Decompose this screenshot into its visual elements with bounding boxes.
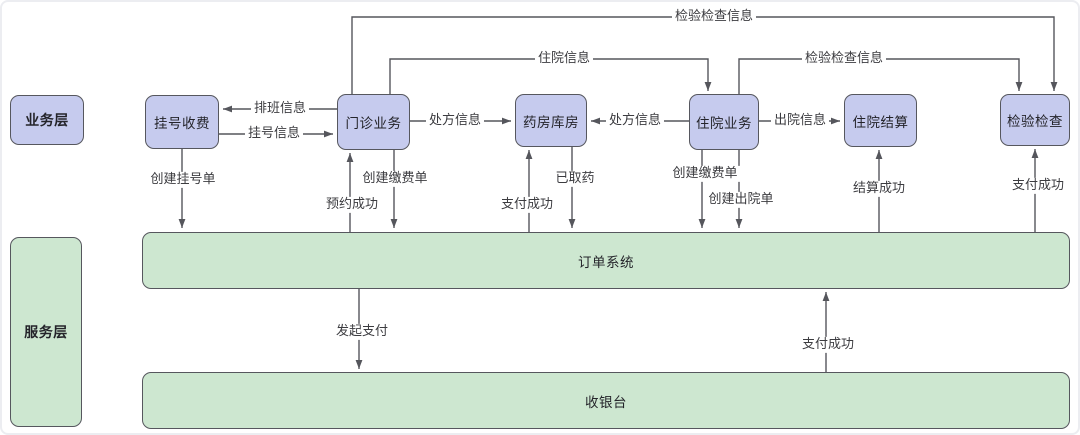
edge-label-exam-info-inpatient: 检验检查信息	[801, 50, 887, 68]
edge-label-create-pay-order-out: 创建缴费单	[359, 170, 431, 188]
edge-label-settle-success: 结算成功	[849, 180, 909, 198]
edge-label-pay-success-exam: 支付成功	[1008, 177, 1068, 195]
node-pharmacy: 药房库房	[515, 94, 587, 147]
edge-label-register-info: 挂号信息	[244, 125, 304, 143]
node-layer-service: 服务层	[10, 237, 82, 427]
arrowhead-initiate-payment	[355, 360, 363, 369]
edge-label-schedule-info: 排班信息	[250, 100, 310, 118]
edge-label-booking-success: 预约成功	[322, 196, 382, 214]
edge-exam-info-top	[351, 16, 1055, 94]
node-layer-business: 业务层	[10, 95, 84, 145]
edge-label-admission-info: 住院信息	[534, 50, 594, 68]
arrowhead-create-pay-order-out	[390, 219, 398, 228]
arrowhead-booking-success	[346, 153, 354, 162]
node-outpatient: 门诊业务	[337, 94, 410, 150]
node-examination: 检验检查	[1000, 94, 1070, 146]
arrowhead-create-discharge	[735, 219, 743, 228]
arrowhead-pay-success-exam	[1031, 149, 1039, 158]
arrowhead-exam-info-top	[1050, 82, 1058, 91]
arrowhead-prescription-in	[591, 117, 600, 125]
arrowhead-create-reg-order	[178, 219, 186, 228]
arrowhead-exam-info-inpatient	[1015, 82, 1023, 91]
edge-label-pay-success-pharmacy: 支付成功	[497, 196, 557, 214]
arrowhead-discharge-info	[831, 117, 840, 125]
arrowhead-register-info	[324, 130, 333, 138]
edge-label-prescription-out: 处方信息	[425, 112, 485, 130]
edge-label-pay-success-cashier: 支付成功	[798, 336, 858, 354]
node-order-system: 订单系统	[142, 232, 1070, 289]
arrowhead-prescription-out	[502, 117, 511, 125]
edge-label-create-reg-order: 创建挂号单	[147, 171, 219, 189]
edge-label-create-discharge: 创建出院单	[705, 191, 777, 209]
edge-label-discharge-info: 出院信息	[770, 112, 830, 130]
node-inpatient: 住院业务	[689, 94, 759, 150]
arrowhead-create-pay-order-in	[698, 219, 706, 228]
node-cashier: 收银台	[142, 372, 1070, 429]
arrowhead-medicine-taken	[568, 219, 576, 228]
edge-label-prescription-in: 处方信息	[605, 112, 665, 130]
arrowhead-pay-success-pharmacy	[525, 150, 533, 159]
edge-label-medicine-taken: 已取药	[552, 170, 598, 188]
edge-label-initiate-payment: 发起支付	[332, 323, 392, 341]
node-registration: 挂号收费	[145, 95, 219, 149]
arrowhead-settle-success	[875, 150, 883, 159]
node-settlement: 住院结算	[844, 94, 917, 147]
arrowhead-schedule-info	[223, 105, 232, 113]
edge-label-create-pay-order-in: 创建缴费单	[669, 165, 741, 183]
arrowhead-pay-success-cashier	[822, 292, 830, 301]
arrowhead-admission-info	[704, 82, 712, 91]
edge-label-exam-info-top: 检验检查信息	[671, 8, 757, 26]
